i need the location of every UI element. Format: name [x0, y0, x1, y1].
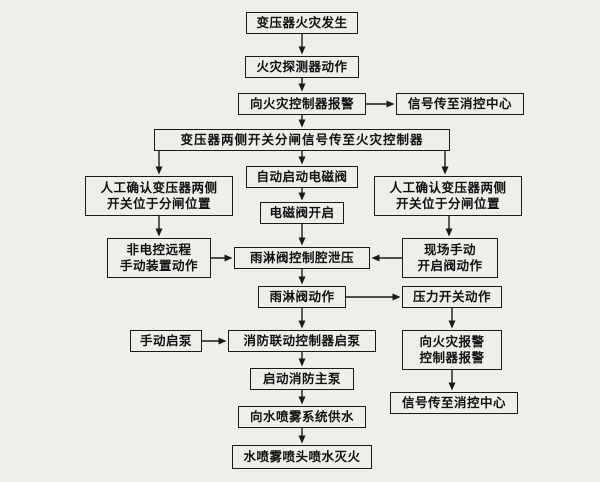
- node-pressure-switch-acts: 压力开关动作: [402, 286, 502, 308]
- node-signal-to-center-top: 信号传至消控中心: [396, 93, 524, 115]
- node-supply-water-spray: 向水喷雾系统供水: [238, 406, 366, 428]
- node-deluge-valve-acts: 雨淋阀动作: [258, 286, 346, 308]
- node-manual-pump-start: 手动启泵: [130, 330, 202, 352]
- node-manual-confirm-left: 人工确认变压器两侧 开关位于分闸位置: [85, 176, 233, 216]
- node-detector-acts: 火灾探测器动作: [245, 56, 359, 78]
- node-manual-confirm-right: 人工确认变压器两侧 开关位于分闸位置: [374, 176, 522, 216]
- node-deluge-chamber-relief: 雨淋阀控制腔泄压: [234, 247, 370, 269]
- node-auto-start-solenoid: 自动启动电磁阀: [246, 166, 358, 188]
- node-remote-manual-device: 非电控远程 手动装置动作: [107, 238, 211, 278]
- node-alarm-to-fire-alarm-ctrl: 向火灾报警 控制器报警: [402, 330, 502, 370]
- node-linkage-controller-pump: 消防联动控制器启泵: [228, 330, 376, 352]
- node-start-main-pump: 启动消防主泵: [250, 368, 354, 390]
- node-signal-to-center-bottom: 信号传至消控中心: [390, 392, 518, 414]
- node-fire-occurs: 变压器火灾发生: [246, 12, 358, 34]
- node-alarm-to-controller: 向火灾控制器报警: [238, 93, 366, 115]
- node-switch-open-signal: 变压器两侧开关分闸信号传至火灾控制器: [154, 129, 450, 151]
- node-solenoid-open: 电磁阀开启: [260, 202, 344, 224]
- node-spray-extinguish: 水喷雾喷头喷水灭火: [232, 445, 372, 469]
- node-onsite-manual-open: 现场手动 开启阀动作: [402, 238, 498, 278]
